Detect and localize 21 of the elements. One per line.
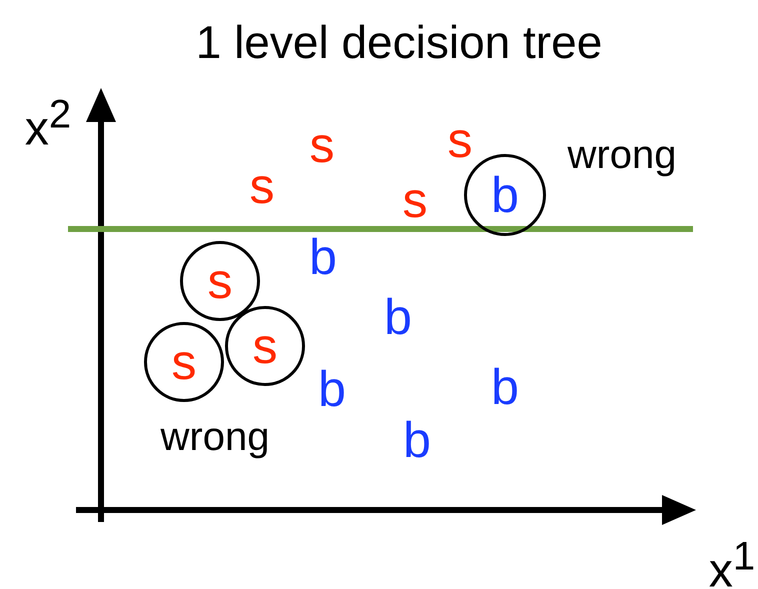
point-label: s (448, 115, 472, 165)
point-label: b (309, 232, 337, 282)
point-label: b (384, 292, 412, 342)
title: 1 level decision tree (196, 19, 602, 65)
point-label: s (310, 120, 334, 170)
point-label: b (491, 170, 519, 220)
circled-point (180, 241, 260, 321)
point-label: s (252, 321, 278, 371)
annotation: wrong (160, 417, 270, 457)
annotation: wrong (568, 135, 676, 175)
point-label: s (250, 161, 274, 211)
point-label: s (172, 337, 196, 387)
point-label: b (318, 364, 346, 414)
point-label: b (403, 415, 431, 465)
circled-point (225, 306, 305, 386)
axis-label: x$^{1}$ (708, 536, 756, 589)
axis-label: x$^{2}$ (24, 94, 72, 154)
point-label: s (208, 256, 232, 306)
point-label: s (402, 175, 428, 225)
circled-point (144, 322, 224, 402)
point-label: b (491, 362, 519, 412)
